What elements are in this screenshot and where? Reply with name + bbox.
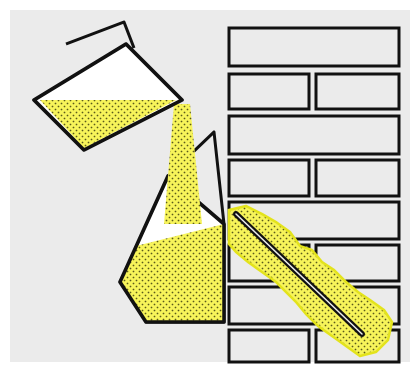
brick xyxy=(316,160,399,196)
brick xyxy=(229,160,309,196)
brick xyxy=(229,74,309,109)
brick xyxy=(229,116,399,154)
brick xyxy=(229,28,399,66)
brick xyxy=(229,330,309,362)
brick xyxy=(316,74,399,109)
